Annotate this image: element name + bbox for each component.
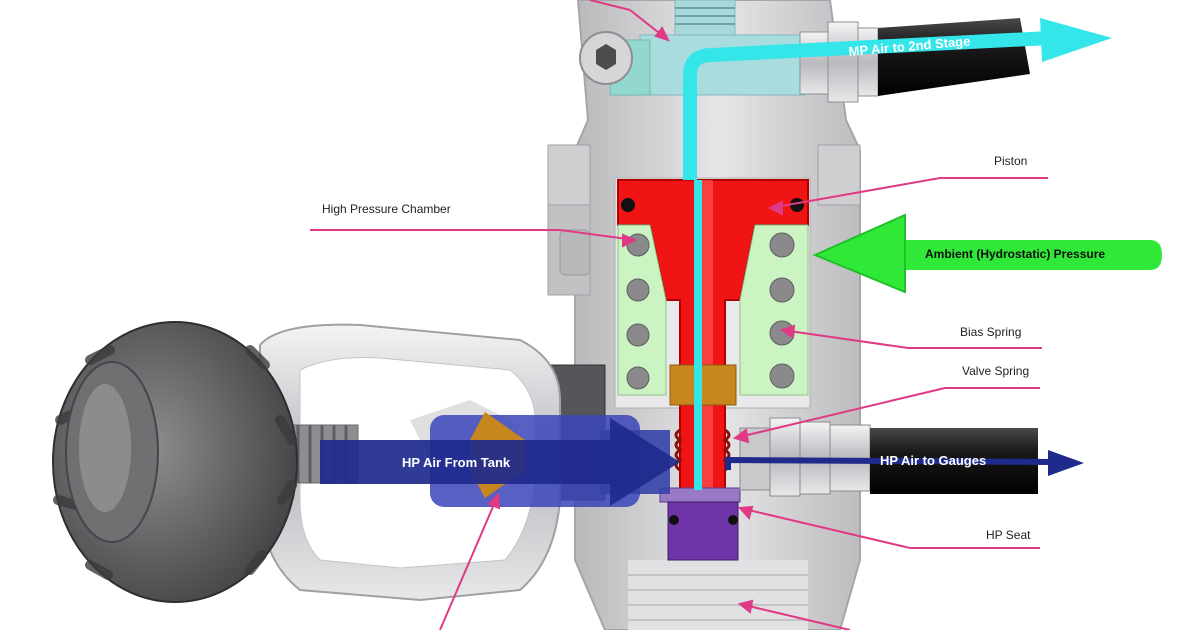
hp-seat-label: HP Seat bbox=[986, 528, 1031, 542]
bias-spring bbox=[617, 224, 809, 396]
mp-hose bbox=[799, 18, 1030, 103]
mp-air-flow bbox=[683, 18, 1112, 490]
leader-lines bbox=[310, 0, 1048, 631]
piston-label: Piston bbox=[994, 154, 1028, 168]
valve-spring-label: Valve Spring bbox=[962, 364, 1030, 378]
ambient-pressure-flow bbox=[812, 213, 1162, 294]
hp-air-from-tank-flow bbox=[320, 418, 680, 506]
ambient-pressure-label: Ambient (Hydrostatic) Pressure bbox=[925, 247, 1106, 261]
hp-seat bbox=[659, 487, 741, 561]
hp-air-to-gauges-flow bbox=[725, 450, 1084, 476]
yoke-knob-icon bbox=[52, 321, 298, 603]
bias-spring-label: Bias Spring bbox=[960, 325, 1022, 339]
hp-air-to-gauges-label: HP Air to Gauges bbox=[880, 453, 987, 468]
high-pressure-chamber-label: High Pressure Chamber bbox=[322, 202, 451, 216]
hp-air-from-tank-label: HP Air From Tank bbox=[402, 455, 511, 470]
valve-spring bbox=[669, 364, 737, 472]
